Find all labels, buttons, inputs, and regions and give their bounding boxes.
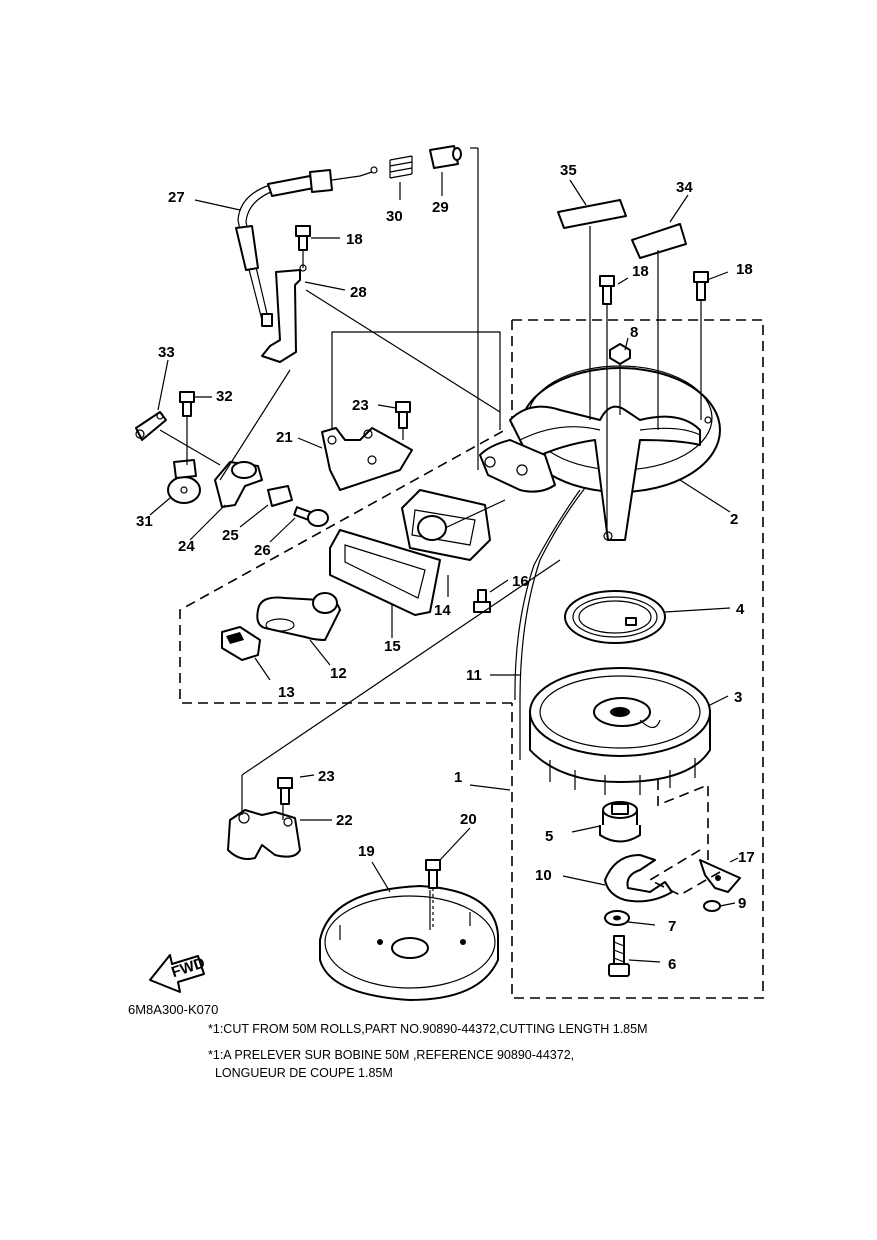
cable-sleeve	[429, 145, 462, 169]
callout-2: 2	[730, 511, 738, 528]
callout-17: 17	[738, 849, 755, 866]
callout-18-right: 18	[736, 261, 753, 278]
starter-housing	[479, 365, 721, 541]
callout-pointers	[149, 172, 739, 963]
callout-25: 25	[222, 527, 239, 544]
sheave-drum	[529, 667, 711, 795]
cam-bolt	[179, 391, 195, 417]
collar	[267, 485, 293, 507]
assembly-boundary-handle	[179, 429, 512, 704]
callout-21: 21	[276, 429, 293, 446]
callout-29: 29	[432, 199, 449, 216]
leader-lines	[159, 147, 702, 930]
decal-34	[631, 223, 687, 259]
callout-28: 28	[350, 284, 367, 301]
bracket-bolt-lower	[277, 777, 293, 805]
bracket-bolt-upper	[395, 401, 411, 429]
lock-cam	[167, 459, 201, 504]
callout-5: 5	[545, 828, 553, 845]
cable-bracket	[261, 269, 301, 363]
base-plate-bolt	[425, 859, 441, 930]
callout-16: 16	[512, 573, 529, 590]
callout-18-center: 18	[632, 263, 649, 280]
assembly-boundary-main	[511, 319, 764, 999]
pulley-hub	[599, 801, 641, 843]
callout-11: 11	[466, 667, 482, 684]
callout-23-lower: 23	[318, 768, 335, 785]
bolt-18-center	[599, 275, 615, 305]
lock-cable	[235, 166, 378, 327]
callout-31: 31	[136, 513, 153, 530]
start-lock-arm	[214, 461, 263, 508]
callout-19: 19	[358, 843, 375, 860]
lock-bracket	[321, 427, 413, 491]
footnote-french: *1:A PRELEVER SUR BOBINE 50M ,REFERENCE …	[208, 1048, 575, 1080]
handle-insert	[221, 626, 261, 661]
callout-32: 32	[216, 388, 233, 405]
exploded-parts-diagram: FWD	[135, 145, 764, 1001]
callout-6: 6	[668, 956, 676, 973]
callout-27: 27	[168, 189, 185, 206]
lock-link	[135, 411, 167, 441]
cable-spring	[389, 155, 413, 179]
callout-7: 7	[668, 918, 676, 935]
callout-23-upper: 23	[352, 397, 369, 414]
helper-lines	[648, 780, 721, 896]
center-bolt	[608, 935, 630, 977]
callout-20: 20	[460, 811, 477, 828]
callout-35: 35	[560, 162, 577, 179]
rope-guide-holder	[401, 489, 506, 561]
callout-12: 12	[330, 665, 347, 682]
starter-rope-inner	[514, 489, 581, 701]
clip	[703, 900, 721, 912]
callout-13: 13	[278, 684, 295, 701]
callout-26: 26	[254, 542, 271, 559]
callout-14: 14	[434, 602, 451, 619]
callout-1: 1	[454, 769, 462, 786]
callout-22: 22	[336, 812, 353, 829]
callout-18-left: 18	[346, 231, 363, 248]
footnote-english: *1:CUT FROM 50M ROLLS,PART NO.90890-4437…	[208, 1022, 648, 1036]
callout-3: 3	[734, 689, 742, 706]
fwd-arrow-icon: FWD	[149, 954, 207, 993]
callout-33: 33	[158, 344, 175, 361]
lock-arm-bolt	[293, 506, 329, 527]
callout-9: 9	[738, 895, 746, 912]
figure-code: 6M8A300-K070	[128, 1002, 219, 1017]
callout-15: 15	[384, 638, 401, 655]
drive-plate	[604, 854, 673, 903]
callout-34: 34	[676, 179, 693, 196]
callout-4: 4	[736, 601, 745, 618]
callout-24: 24	[178, 538, 195, 555]
bolt-18-right	[693, 271, 709, 301]
base-plate	[319, 885, 499, 1001]
callout-8: 8	[630, 324, 638, 341]
callout-30: 30	[386, 208, 403, 225]
rope-guide	[329, 529, 441, 616]
callout-10: 10	[535, 867, 552, 884]
decal-35	[557, 199, 627, 229]
starter-handle	[256, 592, 341, 641]
starter-rope	[519, 487, 586, 760]
recoil-spring	[564, 590, 666, 644]
nut	[609, 343, 631, 365]
